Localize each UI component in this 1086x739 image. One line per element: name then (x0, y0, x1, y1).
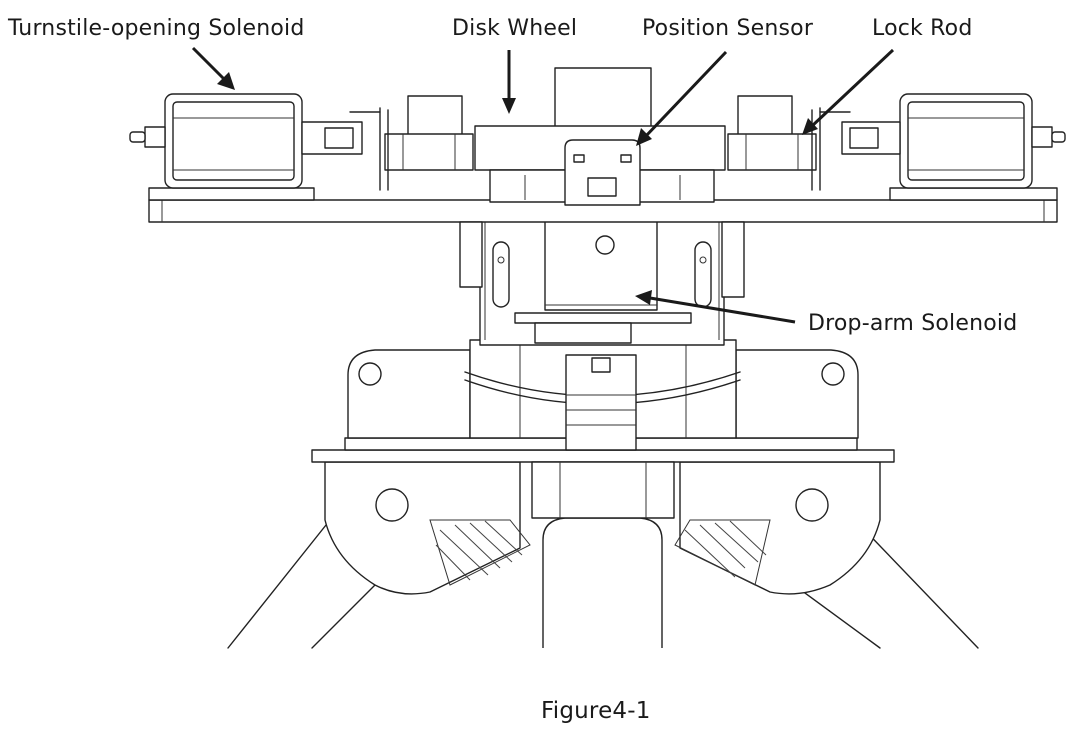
arrow-lock-rod (810, 48, 895, 128)
label-lock-rod: Lock Rod (872, 16, 973, 41)
turnstile-solenoid-right (841, 93, 1066, 189)
label-position-sensor: Position Sensor (642, 16, 814, 41)
position-sensor (564, 139, 641, 206)
drop-arm-housing (479, 204, 725, 346)
callout-arrows (191, 46, 895, 324)
lock-rod-right (727, 95, 851, 191)
label-disk-wheel: Disk Wheel (452, 16, 578, 41)
left-bearing-hatch (429, 519, 531, 586)
arrow-drop-arm-solenoid (649, 296, 796, 324)
lock-rod-left (349, 95, 474, 191)
label-turnstile-opening-solenoid: Turnstile-opening Solenoid (8, 16, 305, 41)
middle-body (347, 339, 859, 451)
lower-housing (324, 461, 881, 595)
arrow-turnstile-solenoid (191, 46, 227, 82)
label-drop-arm-solenoid: Drop-arm Solenoid (808, 311, 1018, 336)
arrow-position-sensor (643, 50, 728, 139)
turnstile-solenoid-left (129, 93, 363, 189)
right-bearing-hatch (674, 519, 771, 586)
top-plate (148, 187, 1058, 298)
figure-caption: Figure4-1 (541, 698, 651, 724)
